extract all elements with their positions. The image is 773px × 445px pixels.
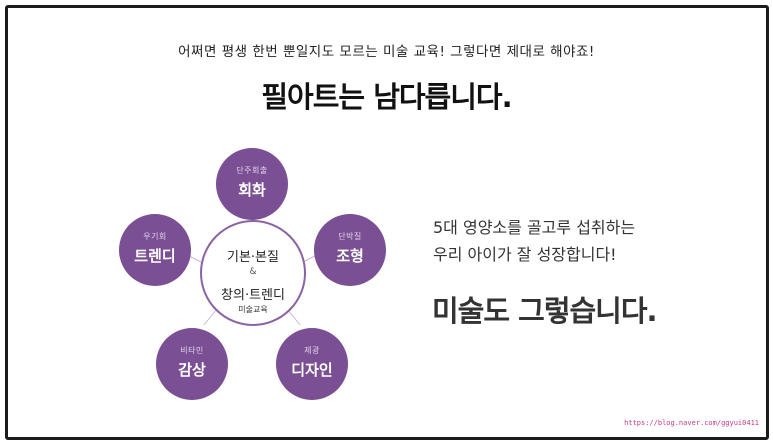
page-headline: 필아트는 남다릅니다. [261,80,512,114]
blog-credit-link[interactable]: https://blog.naver.com/ggyui0411 [624,419,759,427]
node-painting: 단주회출 회화 [216,148,288,220]
right-text-line-1: 5대 영양소를 골고루 섭취하는 [433,218,636,237]
node-trendy: 우기회 트렌디 [119,214,191,286]
node-painting-label: 회화 [238,181,266,199]
intro-subtitle: 어쩌면 평생 한번 뿐일지도 모르는 미술 교육! 그렇다면 제대로 해야죠! [178,44,595,60]
node-appreciation-note: 비타민 [180,346,204,355]
right-emphasis: 미술도 그렇습니다. [432,294,658,328]
node-appreciation: 비타민 감상 [156,328,228,400]
node-design-label: 디자인 [291,361,333,379]
node-design: 제광 디자인 [276,328,348,400]
center-ampersand: & [249,267,257,277]
center-caption: 미술교육 [238,305,268,314]
node-sculpture-label: 조형 [336,247,364,265]
center-line-2: 창의·트렌디 [221,288,285,303]
page-frame [5,5,769,440]
node-trendy-label: 트렌디 [134,247,176,265]
node-trendy-note: 우기회 [143,232,167,241]
node-sculpture-note: 단박질 [338,232,362,241]
center-line-1: 기본·본질 [227,250,279,265]
node-painting-note: 단주회출 [236,166,268,175]
center-circle: 기본·본질 & 창의·트렌디 미술교육 [200,220,306,326]
node-sculpture: 단박질 조형 [314,214,386,286]
right-text-line-2: 우리 아이가 잘 성장합니다! [433,245,617,264]
node-design-note: 제광 [304,346,320,355]
node-appreciation-label: 감상 [178,361,206,379]
